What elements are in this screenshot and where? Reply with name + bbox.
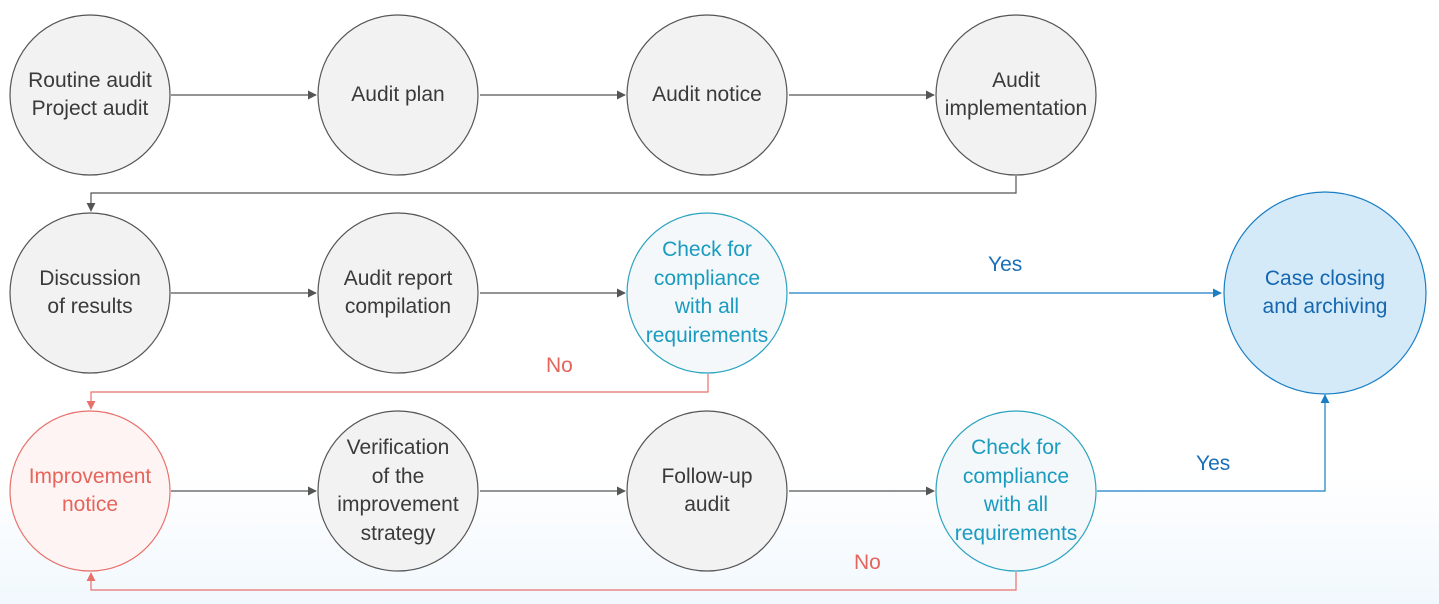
edge-label-yes-2: Yes bbox=[1196, 452, 1231, 475]
edge-label-yes-1: Yes bbox=[988, 253, 1023, 276]
node-check-compliance-1 bbox=[626, 212, 788, 374]
node-improvement-notice bbox=[9, 410, 171, 572]
edge-label-no-1: No bbox=[546, 354, 573, 377]
node-audit-notice bbox=[626, 14, 788, 176]
connector-check2-yes-to-closing bbox=[1097, 394, 1330, 492]
node-check-compliance-2 bbox=[935, 410, 1097, 572]
edge-label-no-2: No bbox=[854, 551, 881, 574]
node-verification-strategy bbox=[317, 410, 479, 572]
node-follow-up-audit bbox=[626, 410, 788, 572]
node-audit-implementation bbox=[935, 14, 1097, 176]
node-discussion-of-results bbox=[9, 212, 171, 374]
connector-check1-no-to-improvement bbox=[86, 374, 709, 410]
node-audit-plan bbox=[317, 14, 479, 176]
node-case-closing bbox=[1223, 191, 1427, 395]
node-routine-audit bbox=[9, 14, 171, 176]
node-audit-report-compilation bbox=[317, 212, 479, 374]
connector-implementation-to-discussion bbox=[86, 176, 1017, 212]
connector-check2-no-to-improvement bbox=[86, 572, 1017, 591]
